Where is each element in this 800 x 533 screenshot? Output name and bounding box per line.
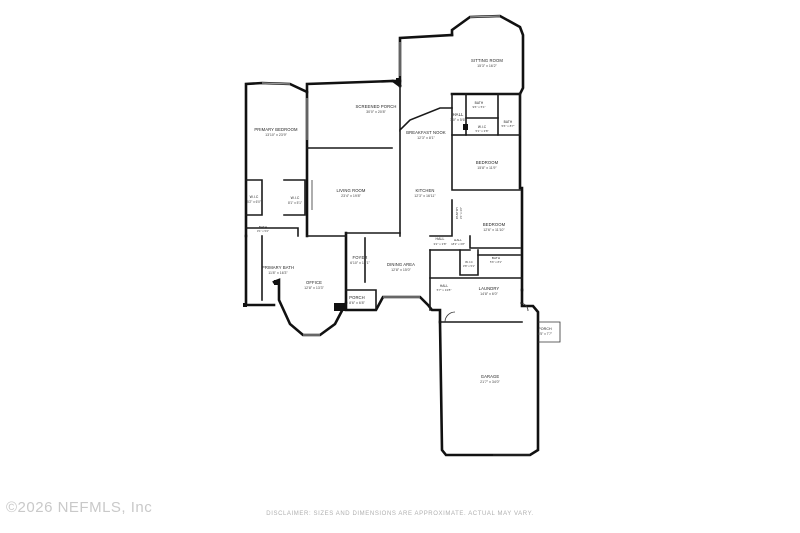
room-name-office: OFFICE <box>306 280 322 285</box>
room-dims-hall-low: 5'7" x 13'8" <box>437 288 452 292</box>
room-name-breakfast-nook: BREAKFAST NOOK <box>406 130 446 135</box>
disclaimer-text: DISCLAIMER: SIZES AND DIMENSIONS ARE APP… <box>266 511 534 517</box>
room-name-porch-front: PORCH <box>349 295 365 300</box>
room-name-primary-bedroom: PRIMARY BEDROOM <box>254 127 298 132</box>
room-name-hall-low: HALL <box>440 284 449 288</box>
solid-blocks <box>243 78 468 311</box>
room-dims-bath-b: 5'6" x 8'7" <box>501 124 514 128</box>
room-name-living-room: LIVING ROOM <box>336 188 365 193</box>
windows <box>261 15 501 336</box>
room-dims-dining-area: 12'8" x 15'0" <box>391 268 411 272</box>
room-dims-porch-front: 8'6" x 6'8" <box>349 301 365 305</box>
room-dims-wic-mid: 8'1" x 5'1" <box>288 201 302 205</box>
room-name-bath-d: BATH <box>492 256 500 260</box>
room-dims-primary-bath: 11'8" x 16'3" <box>268 271 288 275</box>
room-dims-primary-bedroom: 13'10" x 23'9" <box>265 133 287 137</box>
room-name-wic-small: W.I.C <box>465 260 474 264</box>
room-name-kitchen: KITCHEN <box>415 188 434 193</box>
room-dims-sitting-room: 15'3" x 16'2" <box>477 64 497 68</box>
room-name-bedroom-b: BEDROOM <box>483 222 506 227</box>
room-name-bedroom-a: BEDROOM <box>476 160 499 165</box>
room-name-pantry: PANTRY <box>455 207 459 220</box>
room-name-bath-b: BATH <box>504 120 513 124</box>
room-dims-breakfast-nook: 12'3" x 8'1" <box>417 136 435 140</box>
room-name-wic-top: W.I.C <box>478 125 487 129</box>
room-name-porch-side: PORCH <box>538 327 552 331</box>
room-dims-wic-top: 5'1" x 3'8" <box>475 129 488 133</box>
room-name-screened-porch: SCREENED PORCH <box>356 104 397 109</box>
room-dims-screened-porch: 30'0" x 20'8" <box>366 110 386 114</box>
room-name-hall-mid2: HALL <box>454 238 462 242</box>
room-name-laundry: LAUNDRY <box>479 286 500 291</box>
room-name-foyer: FOYER <box>353 255 368 260</box>
room-dims-bath-c: 3'1" x 5'2" <box>257 229 269 233</box>
room-name-sitting-room: SITTING ROOM <box>471 58 503 63</box>
exterior-walls <box>244 14 561 457</box>
room-dims-kitchen: 12'3" x 16'11" <box>414 194 436 198</box>
room-name-bath-a: BATH <box>475 101 484 105</box>
room-name-dining-area: DINING AREA <box>387 262 415 267</box>
room-name-primary-bath: PRIMARY BATH <box>262 265 294 270</box>
room-dims-wic-left: 5'2" x 6'0" <box>247 200 261 204</box>
room-dims-foyer: 6'10" x 12'1" <box>350 261 370 265</box>
room-dims-wic-small: 3'8" x 5'1" <box>463 264 475 268</box>
room-name-hall-top: HALL <box>453 112 464 117</box>
room-dims-bath-d: 5'6" x 8'1" <box>490 260 502 264</box>
room-dims-hall-mid: 3'2" x 3'8" <box>433 242 446 246</box>
room-name-garage: GARAGE <box>481 374 500 379</box>
door-swings <box>311 180 530 456</box>
room-name-bath-c: BATH <box>259 225 267 229</box>
room-name-wic-mid: W.I.C <box>291 196 300 200</box>
room-dims-pantry: 3'1" x 3'6" <box>459 207 463 219</box>
room-dims-bath-a: 9'6" x 5'1" <box>472 105 485 109</box>
room-dims-living-room: 23'4" x 19'8" <box>341 194 361 198</box>
room-dims-office: 12'8" x 13'3" <box>304 286 324 290</box>
room-dims-hall-mid2: 18'2" x 3'8" <box>451 242 465 246</box>
room-dims-laundry: 14'8" x 6'0" <box>480 292 498 296</box>
interior-walls <box>245 85 523 323</box>
room-dims-hall-top: 3'0" x 5'6" <box>450 118 466 122</box>
room-dims-porch-side: 6'5" x 7'7" <box>538 332 552 336</box>
copyright-watermark: ©2026 NEFMLS, Inc <box>6 499 153 516</box>
room-dims-garage: 21'7" x 34'0" <box>480 380 500 384</box>
room-name-hall-mid: HALL <box>436 237 445 241</box>
room-labels: SITTING ROOM 15'3" x 16'2" SCREENED PORC… <box>247 58 552 384</box>
room-dims-bedroom-b: 12'6" x 11'10" <box>483 228 505 232</box>
room-name-wic-left: W.I.C <box>250 195 259 199</box>
room-dims-bedroom-a: 15'8" x 11'9" <box>477 166 497 170</box>
